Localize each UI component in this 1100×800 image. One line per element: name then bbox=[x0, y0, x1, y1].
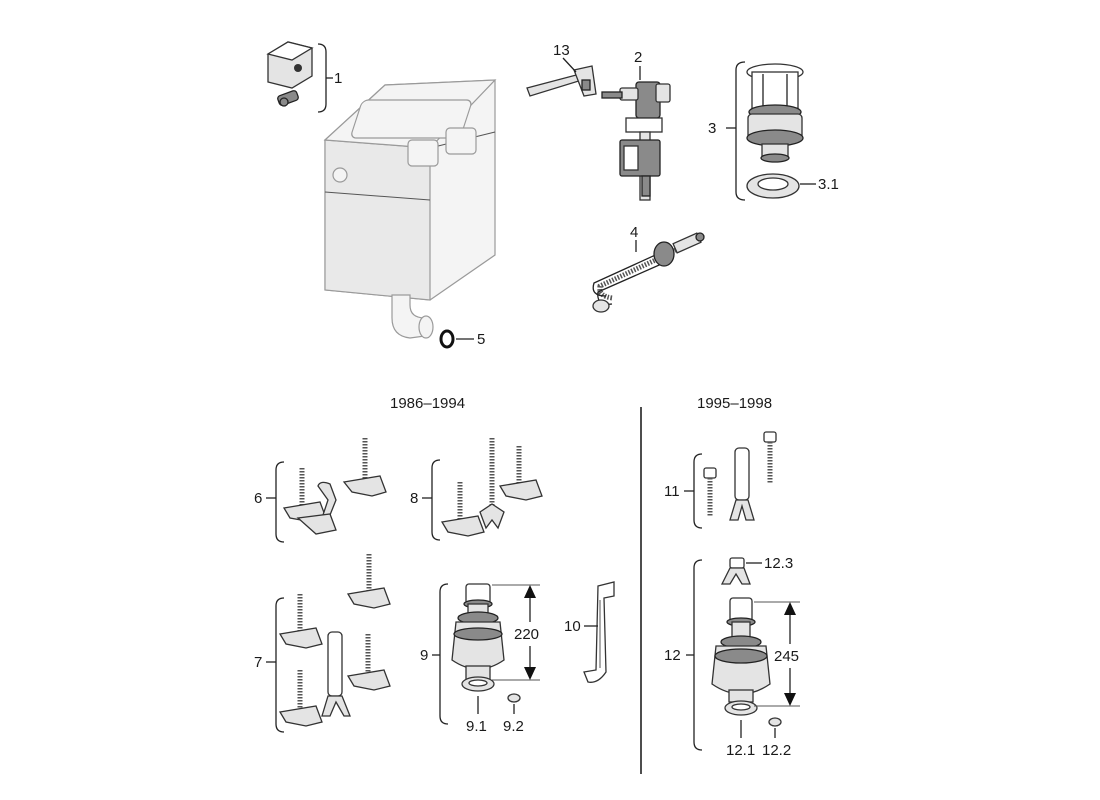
part-5-o-ring bbox=[439, 329, 455, 349]
part-12-2-washer bbox=[768, 717, 782, 727]
callout-4: 4 bbox=[630, 224, 638, 241]
dimension-245 bbox=[754, 601, 800, 707]
dimension-245-label: 245 bbox=[774, 648, 799, 665]
dimension-220-label: 220 bbox=[514, 626, 539, 643]
callout-3-1: 3.1 bbox=[818, 176, 839, 193]
part-6-mounting-set bbox=[282, 438, 387, 535]
callout-9-2: 9.2 bbox=[503, 718, 524, 735]
callout-12: 12 bbox=[664, 647, 681, 664]
part-13-bracket bbox=[526, 65, 597, 97]
part-9-1-seal bbox=[461, 676, 495, 692]
part-3-flush-valve bbox=[746, 63, 804, 163]
period-heading-left: 1986–1994 bbox=[390, 395, 465, 412]
part-10-hanger bbox=[583, 581, 615, 683]
callout-9: 9 bbox=[420, 647, 428, 664]
callout-3: 3 bbox=[708, 120, 716, 137]
callout-12-2: 12.2 bbox=[762, 742, 791, 759]
callout-10: 10 bbox=[564, 618, 581, 635]
part-12-1-seal bbox=[724, 700, 758, 716]
part-8-mounting-set bbox=[440, 438, 543, 537]
part-12-flush-valve bbox=[711, 597, 771, 703]
part-12-3-clip bbox=[720, 557, 751, 585]
part-2-fill-valve bbox=[601, 81, 671, 201]
callout-12-1: 12.1 bbox=[726, 742, 755, 759]
part-9-2-washer bbox=[507, 693, 521, 703]
callout-6: 6 bbox=[254, 490, 262, 507]
part-1-actuator-set bbox=[266, 41, 314, 107]
period-heading-right: 1995–1998 bbox=[697, 395, 772, 412]
cistern-body bbox=[323, 79, 497, 339]
callout-7: 7 bbox=[254, 654, 262, 671]
callout-9-1: 9.1 bbox=[466, 718, 487, 735]
dimension-220 bbox=[492, 584, 540, 681]
callout-8: 8 bbox=[410, 490, 418, 507]
callout-11: 11 bbox=[664, 483, 680, 500]
callout-5: 5 bbox=[477, 331, 485, 348]
part-4-flex-hose bbox=[592, 232, 705, 313]
part-7-mounting-set bbox=[278, 554, 391, 727]
part-3-1-seal-ring bbox=[746, 173, 800, 199]
callout-13: 13 bbox=[553, 42, 570, 59]
callout-12-3: 12.3 bbox=[764, 555, 793, 572]
callout-2: 2 bbox=[634, 49, 642, 66]
callout-1: 1 bbox=[334, 70, 342, 87]
part-11-screw-set bbox=[703, 431, 777, 521]
part-9-flush-valve bbox=[451, 583, 505, 681]
